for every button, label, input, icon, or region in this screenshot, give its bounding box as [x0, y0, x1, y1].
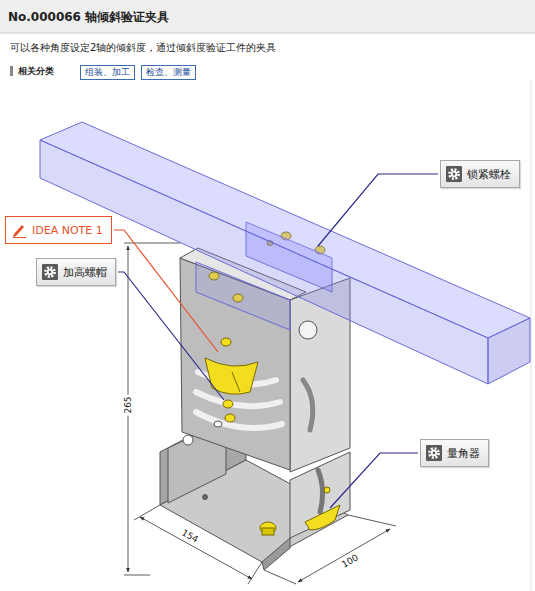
gear-icon	[42, 264, 58, 280]
callout-text: 加高螺帽	[63, 265, 107, 280]
dimension: 100	[338, 551, 361, 570]
page-edge	[531, 80, 532, 591]
gear-icon	[446, 166, 462, 182]
title-bar	[0, 0, 535, 33]
category-label: 相关分类	[18, 65, 54, 78]
callout-box: 加高螺帽	[36, 258, 116, 286]
callout-text: 检查、测量	[146, 67, 191, 78]
title-rule	[0, 33, 535, 34]
category-tag: 组装、加工	[80, 65, 135, 80]
page-title: No.000066 轴倾斜验证夹具	[8, 9, 169, 26]
callout-box: 量角器	[420, 439, 489, 467]
base-screw	[262, 528, 274, 535]
leader-line	[330, 453, 418, 508]
callout-text: IDEA NOTE 1	[32, 224, 103, 237]
callout-text: 组装、加工	[85, 67, 130, 78]
callout-text: 量角器	[447, 446, 480, 461]
idea-note-box: IDEA NOTE 1	[5, 216, 112, 244]
pencil-icon	[11, 222, 27, 238]
leader-line	[318, 174, 438, 246]
category-bar	[10, 66, 13, 76]
category-tag: 检查、测量	[141, 65, 196, 80]
workpiece-beam	[40, 122, 530, 384]
gear-icon	[426, 445, 442, 461]
leader-line	[118, 272, 224, 400]
callout-text: 锁紧螺栓	[467, 167, 511, 182]
leader-line	[114, 230, 218, 352]
callout-box: 锁紧螺栓	[440, 160, 520, 188]
description: 可以各种角度设定2轴的倾斜度，通过倾斜度验证工件的夹具	[10, 41, 276, 55]
dimension: 265	[123, 394, 133, 415]
dimension: 154	[178, 526, 201, 545]
dimension-lines	[124, 243, 396, 584]
hole	[214, 421, 222, 427]
base-screw	[260, 522, 276, 534]
